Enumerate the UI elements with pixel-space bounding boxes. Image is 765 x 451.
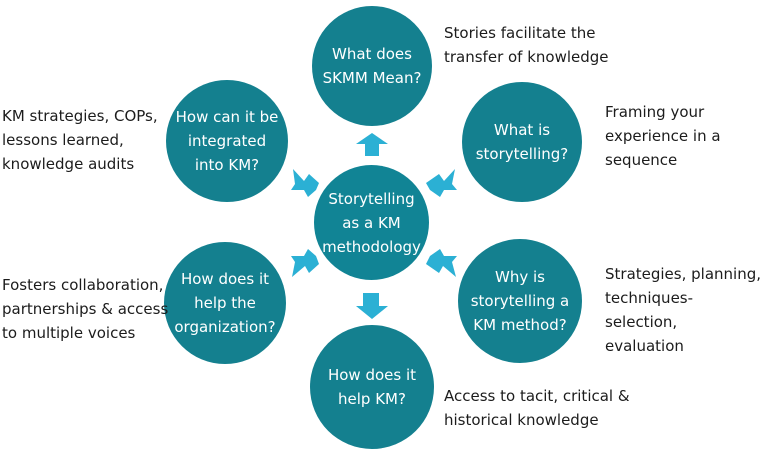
node-lower-left-circle: How does it help the organization?	[164, 242, 286, 364]
node-upper-right-circle: What is storytelling?	[462, 82, 582, 202]
node-top-circle: What does SKMM Mean?	[312, 6, 432, 126]
note-lower-right: Strategies, planning, techniques-selecti…	[605, 265, 761, 355]
note-upper-right: Framing your experience in a sequence	[605, 103, 721, 169]
arrow-to-bottom	[356, 293, 388, 319]
center-label: Storytelling as a KM methodology	[322, 189, 421, 256]
node-upper-left-circle: How can it be integrated into KM?	[166, 80, 288, 202]
node-bottom-circle: How does it help KM?	[310, 325, 434, 449]
node-top-label: What does SKMM Mean?	[322, 45, 422, 87]
node-upper-right-label: What is storytelling?	[475, 121, 569, 163]
node-bottom-label: How does it help KM?	[327, 366, 417, 408]
node-lower-right-label: Why is storytelling a KM method?	[470, 268, 570, 334]
arrow-to-upper-right	[426, 169, 457, 197]
node-lower-left-label: How does it help the organization?	[174, 270, 276, 336]
arrow-to-top	[356, 133, 388, 156]
note-lower-left: Fosters collaboration, partnerships & ac…	[2, 276, 169, 342]
arrow-to-upper-left	[291, 169, 319, 197]
note-bottom: Access to tacit, critical & historical k…	[444, 387, 630, 429]
arrow-to-lower-left	[291, 249, 319, 277]
node-lower-right-circle: Why is storytelling a KM method?	[458, 239, 582, 363]
note-top: Stories facilitate the transfer of knowl…	[444, 24, 609, 66]
note-upper-left: KM strategies, COPs, lessons learned, kn…	[2, 107, 158, 173]
center-circle: Storytelling as a KM methodology	[314, 165, 429, 280]
node-upper-left-label: How can it be integrated into KM?	[175, 108, 279, 174]
arrow-to-lower-right	[426, 249, 457, 277]
